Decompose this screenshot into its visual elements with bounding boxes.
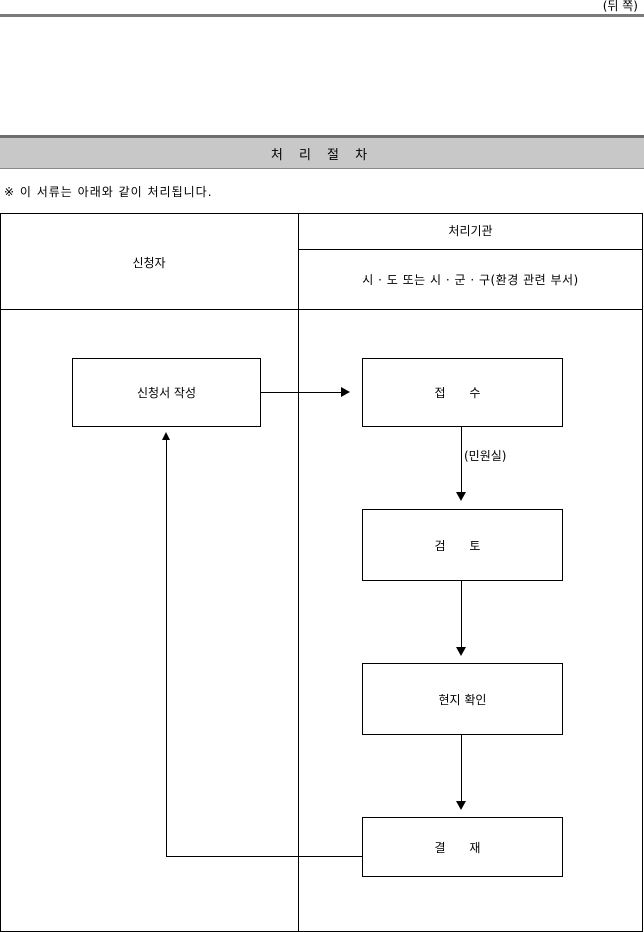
arrow-right-icon [341, 387, 350, 397]
arrow-down-icon [456, 492, 466, 501]
approval-step-box: 결 재 [362, 817, 563, 877]
arrow-down-icon [456, 647, 466, 656]
section-title-bar: 처 리 절 차 [0, 135, 644, 169]
top-divider [0, 14, 644, 17]
agency-header-divider [298, 249, 643, 250]
arrow-down-icon [456, 801, 466, 810]
site-check-to-approval-connector [461, 735, 462, 801]
process-note: ※ 이 서류는 아래와 같이 처리됩니다. [4, 185, 213, 199]
receive-step-box: 접 수 [362, 358, 563, 427]
header-row-divider [0, 309, 643, 310]
review-step-box: 검 토 [362, 509, 563, 581]
apply-to-receive-connector [261, 392, 341, 393]
section-title: 처 리 절 차 [270, 147, 374, 163]
site-check-step-box: 현지 확인 [362, 663, 563, 735]
agency-header: 처리기관 [448, 224, 493, 238]
approval-return-connector [166, 856, 362, 857]
page-side-label: (뒤 쪽) [602, 0, 638, 13]
apply-step-label: 신청서 작성 [136, 386, 196, 400]
agency-sub-header: 시 · 도 또는 시 · 군 · 구(환경 관련 부서) [362, 273, 579, 287]
return-vertical-connector [166, 440, 167, 857]
receive-note: (민원실) [464, 449, 507, 463]
receive-to-review-connector [461, 427, 462, 492]
arrow-up-icon [162, 432, 170, 440]
review-to-site-check-connector [461, 581, 462, 647]
column-divider [298, 213, 299, 932]
apply-step-box: 신청서 작성 [72, 358, 261, 427]
applicant-header: 신청자 [132, 256, 166, 270]
site-check-step-label: 현지 확인 [438, 692, 487, 707]
approval-step-label: 결 재 [434, 840, 491, 855]
receive-step-label: 접 수 [434, 386, 491, 400]
review-step-label: 검 토 [434, 538, 491, 553]
